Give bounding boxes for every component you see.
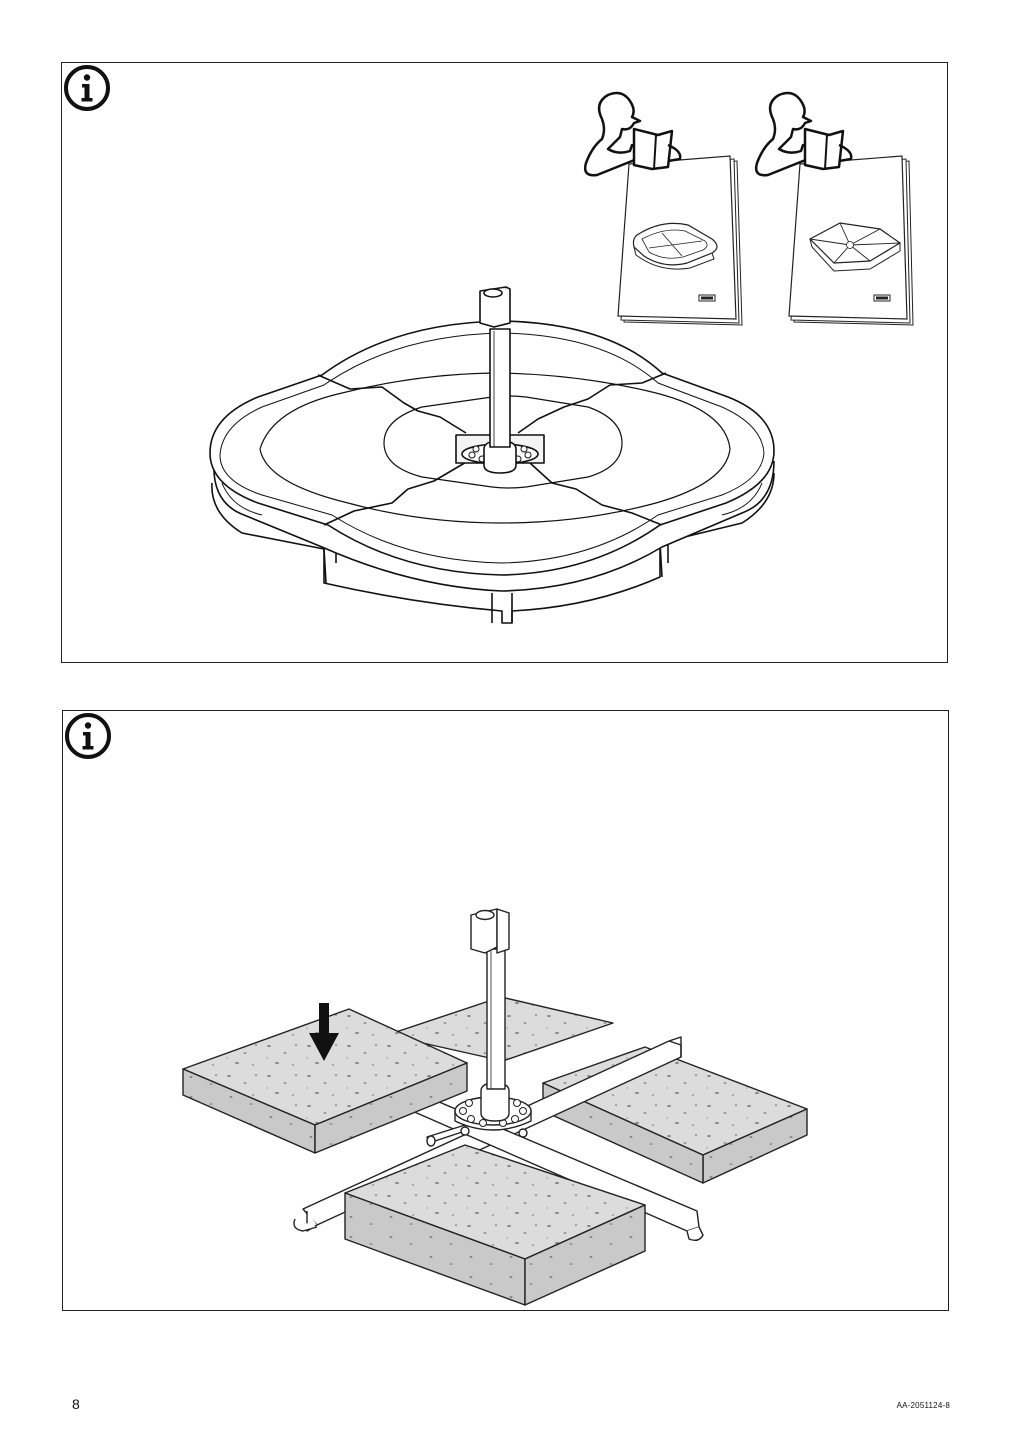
page-number: 8 [72, 1396, 80, 1412]
manual-base-thumbnail [632, 222, 718, 270]
down-arrow-icon [309, 1003, 339, 1061]
step-panel-1 [61, 62, 948, 663]
step-illustration-1 [209, 91, 914, 624]
manual-segments-thumbnail [809, 222, 902, 272]
fillable-weight-base [209, 286, 775, 624]
person-reading-icon [754, 91, 853, 177]
person-reading-icon [583, 91, 682, 177]
document-code: AA-2051124-8 [896, 1401, 950, 1410]
manual-booklet-1 [617, 155, 743, 326]
info-icon [64, 65, 110, 111]
step-illustration-2 [182, 908, 808, 1306]
info-icon [65, 713, 111, 759]
manual-booklet-2 [788, 155, 914, 326]
concrete-slab-base [182, 908, 808, 1306]
step-panel-2 [62, 710, 949, 1311]
